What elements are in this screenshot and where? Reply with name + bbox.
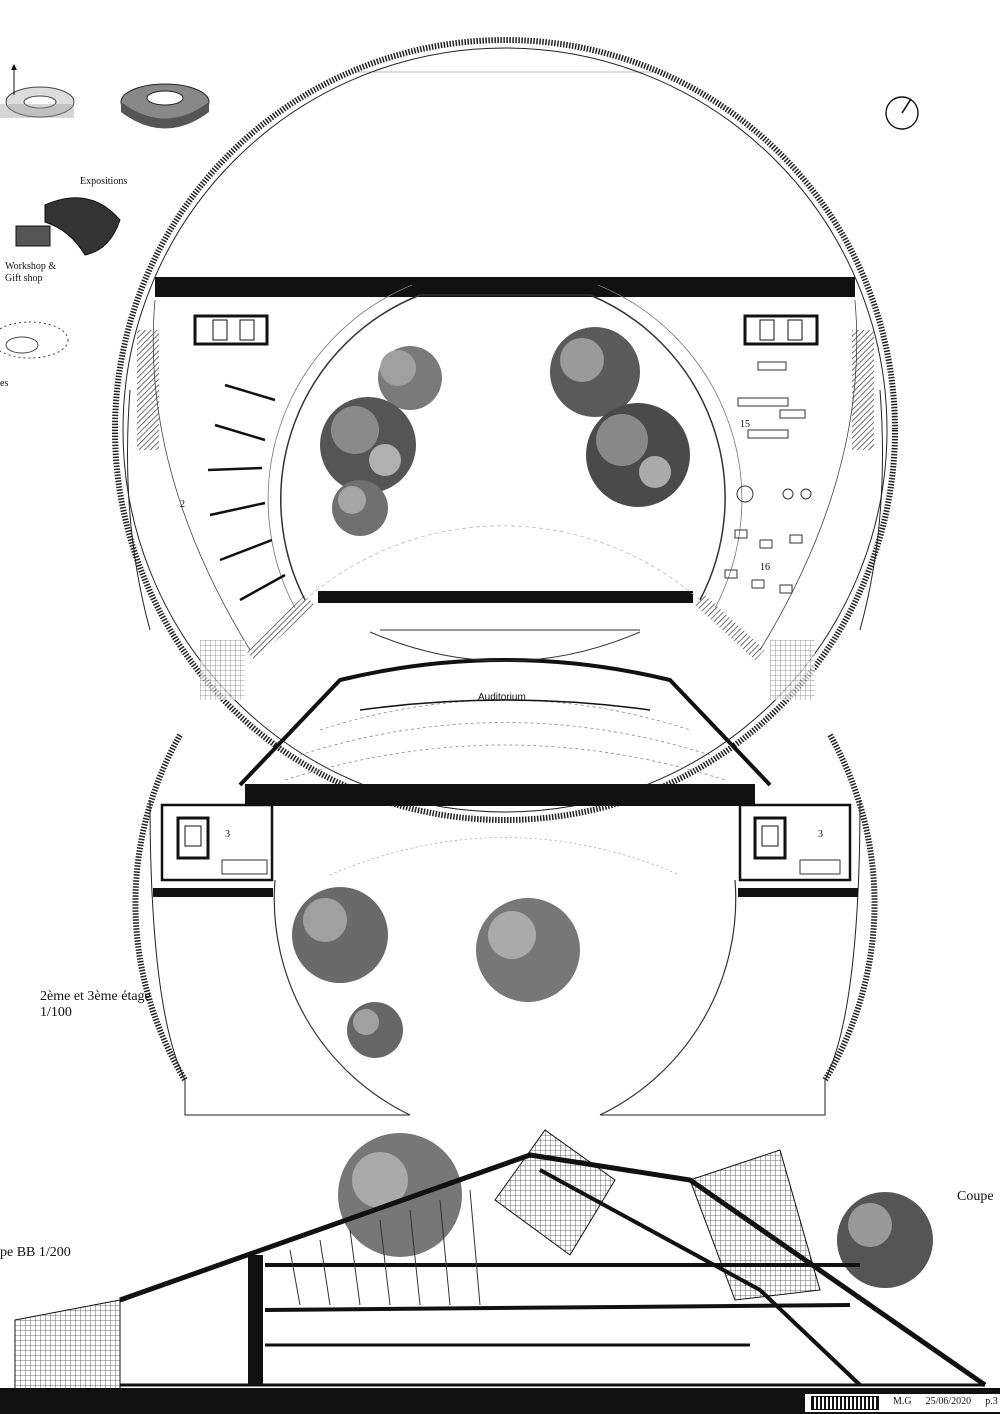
beam-lower [153,888,273,897]
section-label-left: pe BB 1/200 [0,1245,71,1260]
north-arrow-icon [885,96,919,130]
tree-cluster [292,327,690,1058]
tree-icon [837,1192,933,1288]
tree-icon [338,1133,462,1257]
lower-facade-ring [132,733,188,1082]
beam-auditorium [245,784,755,806]
workshop-tables [724,361,812,594]
stair-right [852,330,874,450]
tree-icon [378,346,442,410]
tree-icon [550,327,640,417]
auditorium-label: Auditorium [478,692,526,703]
footer-info: M.G 25/06/2020 p.3 [805,1394,1000,1412]
building-section [14,1129,987,1391]
axo-giftshop-label: Gift shop [5,273,43,284]
section-label-right: Coupe [957,1189,994,1204]
room-15-label: 15 [740,419,750,430]
axo-workshop-label: Workshop & [5,261,56,272]
axonometric-diagram-2 [120,83,210,129]
core-lower-left [160,803,274,882]
footer-author: M.G [893,1396,912,1407]
footer-page: p.3 [985,1396,998,1407]
beam-lower-right [738,888,858,897]
core-lower-right [738,803,852,882]
room-2-label: 2 [180,499,185,510]
room-16-label: 16 [760,562,770,573]
core-top-right [743,314,819,346]
floor-plan [112,37,898,1116]
room-3-left-label: 3 [225,829,230,840]
tree-icon [347,1002,403,1058]
axo-partial-label: es [0,378,8,389]
courtyard-upper [280,294,726,601]
beam-top [155,277,855,297]
tree-icon [476,898,580,1002]
upper-facade-ring [112,37,898,823]
plan-title: 2ème et 3ème étage [40,989,151,1004]
stair-left [137,330,159,450]
plan-scale: 1/100 [40,1005,72,1020]
room-3-right-label: 3 [818,829,823,840]
auditorium-shell [238,658,772,787]
exhibition-panels [207,383,286,602]
beam-mid [318,591,693,603]
axonometric-diagram-1 [0,64,75,118]
tree-icon [292,887,388,983]
axonometric-diagram-expositions [15,197,121,256]
tree-icon [320,397,416,493]
tree-icon [332,480,388,536]
core-top-left [193,314,269,346]
axo-expositions-label: Expositions [80,176,127,187]
tree-icon [586,403,690,507]
logo-icon [811,1396,879,1410]
footer-date: 25/06/2020 [925,1396,972,1407]
axonometric-diagram-3 [0,321,69,359]
